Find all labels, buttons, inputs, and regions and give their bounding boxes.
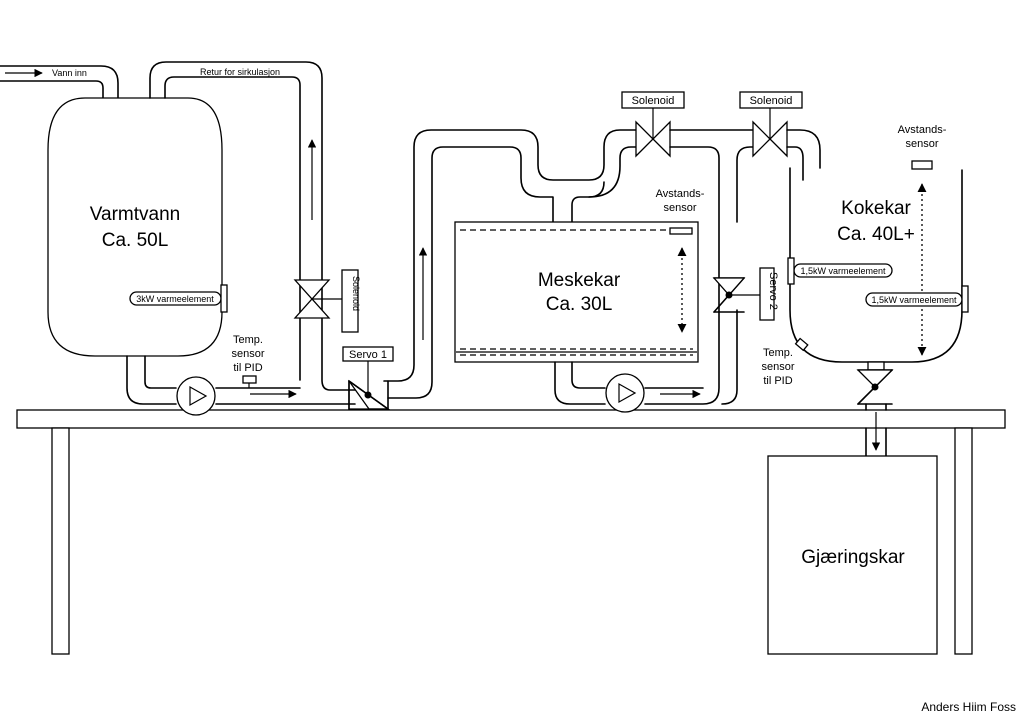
svg-text:Avstands-: Avstands-: [656, 188, 705, 200]
heater-3kw-terminal: [220, 284, 228, 313]
servo-2-label: Servo 2: [767, 272, 779, 310]
water-inlet: Vann inn: [0, 65, 119, 100]
solenoid-valve-vertical: Solenoid: [293, 269, 361, 333]
mash-tun: Meskekar Ca. 30L Avstands- sensor: [454, 188, 705, 363]
solenoid-vertical-label: Solenoid: [351, 276, 361, 311]
servo-1-label: Servo 1: [349, 349, 387, 361]
mash-tun-title: Meskekar: [538, 270, 621, 291]
inlet-label: Vann inn: [52, 68, 87, 78]
svg-text:til PID: til PID: [233, 362, 262, 374]
svg-text:sensor: sensor: [231, 348, 264, 360]
svg-text:sensor: sensor: [905, 138, 938, 150]
svg-text:til PID: til PID: [763, 375, 792, 387]
solenoid-bridge-pipe: [644, 129, 754, 405]
kettle-outlet-valve: [856, 361, 894, 411]
solenoid-valve-1: Solenoid: [621, 91, 685, 158]
table: [16, 409, 1006, 655]
pump-line-2: [554, 361, 704, 413]
author-credit: Anders Hiim Foss: [921, 700, 1016, 714]
fermenter-feed: [865, 412, 887, 457]
hot-water-title: Varmtvann: [90, 204, 180, 225]
transfer-pipe: [383, 129, 637, 399]
solenoid-2-label: Solenoid: [750, 95, 793, 107]
pump-1: [176, 376, 216, 416]
pump-2: [605, 373, 645, 413]
boil-kettle: Kokekar Ca. 40L+ Avstands- sensor 1,5kW …: [761, 124, 969, 387]
fermenter-label: Gjæringskar: [801, 547, 905, 568]
svg-text:Temp.: Temp.: [763, 347, 793, 359]
boil-kettle-capacity: Ca. 40L+: [837, 224, 915, 245]
temp-sensor-2: [794, 337, 809, 352]
fermenter: Gjæringskar: [767, 455, 938, 655]
temp-sensor-1: [242, 375, 257, 384]
svg-text:1,5kW varmeelement: 1,5kW varmeelement: [800, 266, 886, 276]
mash-tun-capacity: Ca. 30L: [546, 294, 613, 315]
kettle-distance-sensor: [911, 160, 933, 170]
heater-3kw-label: 3kW varmeelement: [136, 294, 214, 304]
svg-text:1,5kW varmeelement: 1,5kW varmeelement: [871, 295, 957, 305]
return-pipe: Retur for sirkulasjon: [149, 61, 358, 391]
hot-water-capacity: Ca. 50L: [102, 230, 169, 251]
servo-valve-2: Servo 2: [712, 267, 779, 321]
return-label: Retur for sirkulasjon: [200, 67, 280, 77]
svg-text:Temp.: Temp.: [233, 334, 263, 346]
pump-line-1: Temp. sensor til PID: [126, 334, 356, 416]
svg-text:sensor: sensor: [761, 361, 794, 373]
svg-text:Avstands-: Avstands-: [898, 124, 947, 136]
solenoid-1-label: Solenoid: [632, 95, 675, 107]
servo-valve-1: Servo 1: [342, 346, 394, 410]
hot-water-tank: Varmtvann Ca. 50L 3kW varmeelement: [47, 97, 228, 357]
boil-kettle-title: Kokekar: [841, 198, 911, 219]
mash-distance-sensor: [669, 227, 693, 235]
solenoid-valve-2: Solenoid: [739, 91, 821, 181]
svg-text:sensor: sensor: [663, 202, 696, 214]
